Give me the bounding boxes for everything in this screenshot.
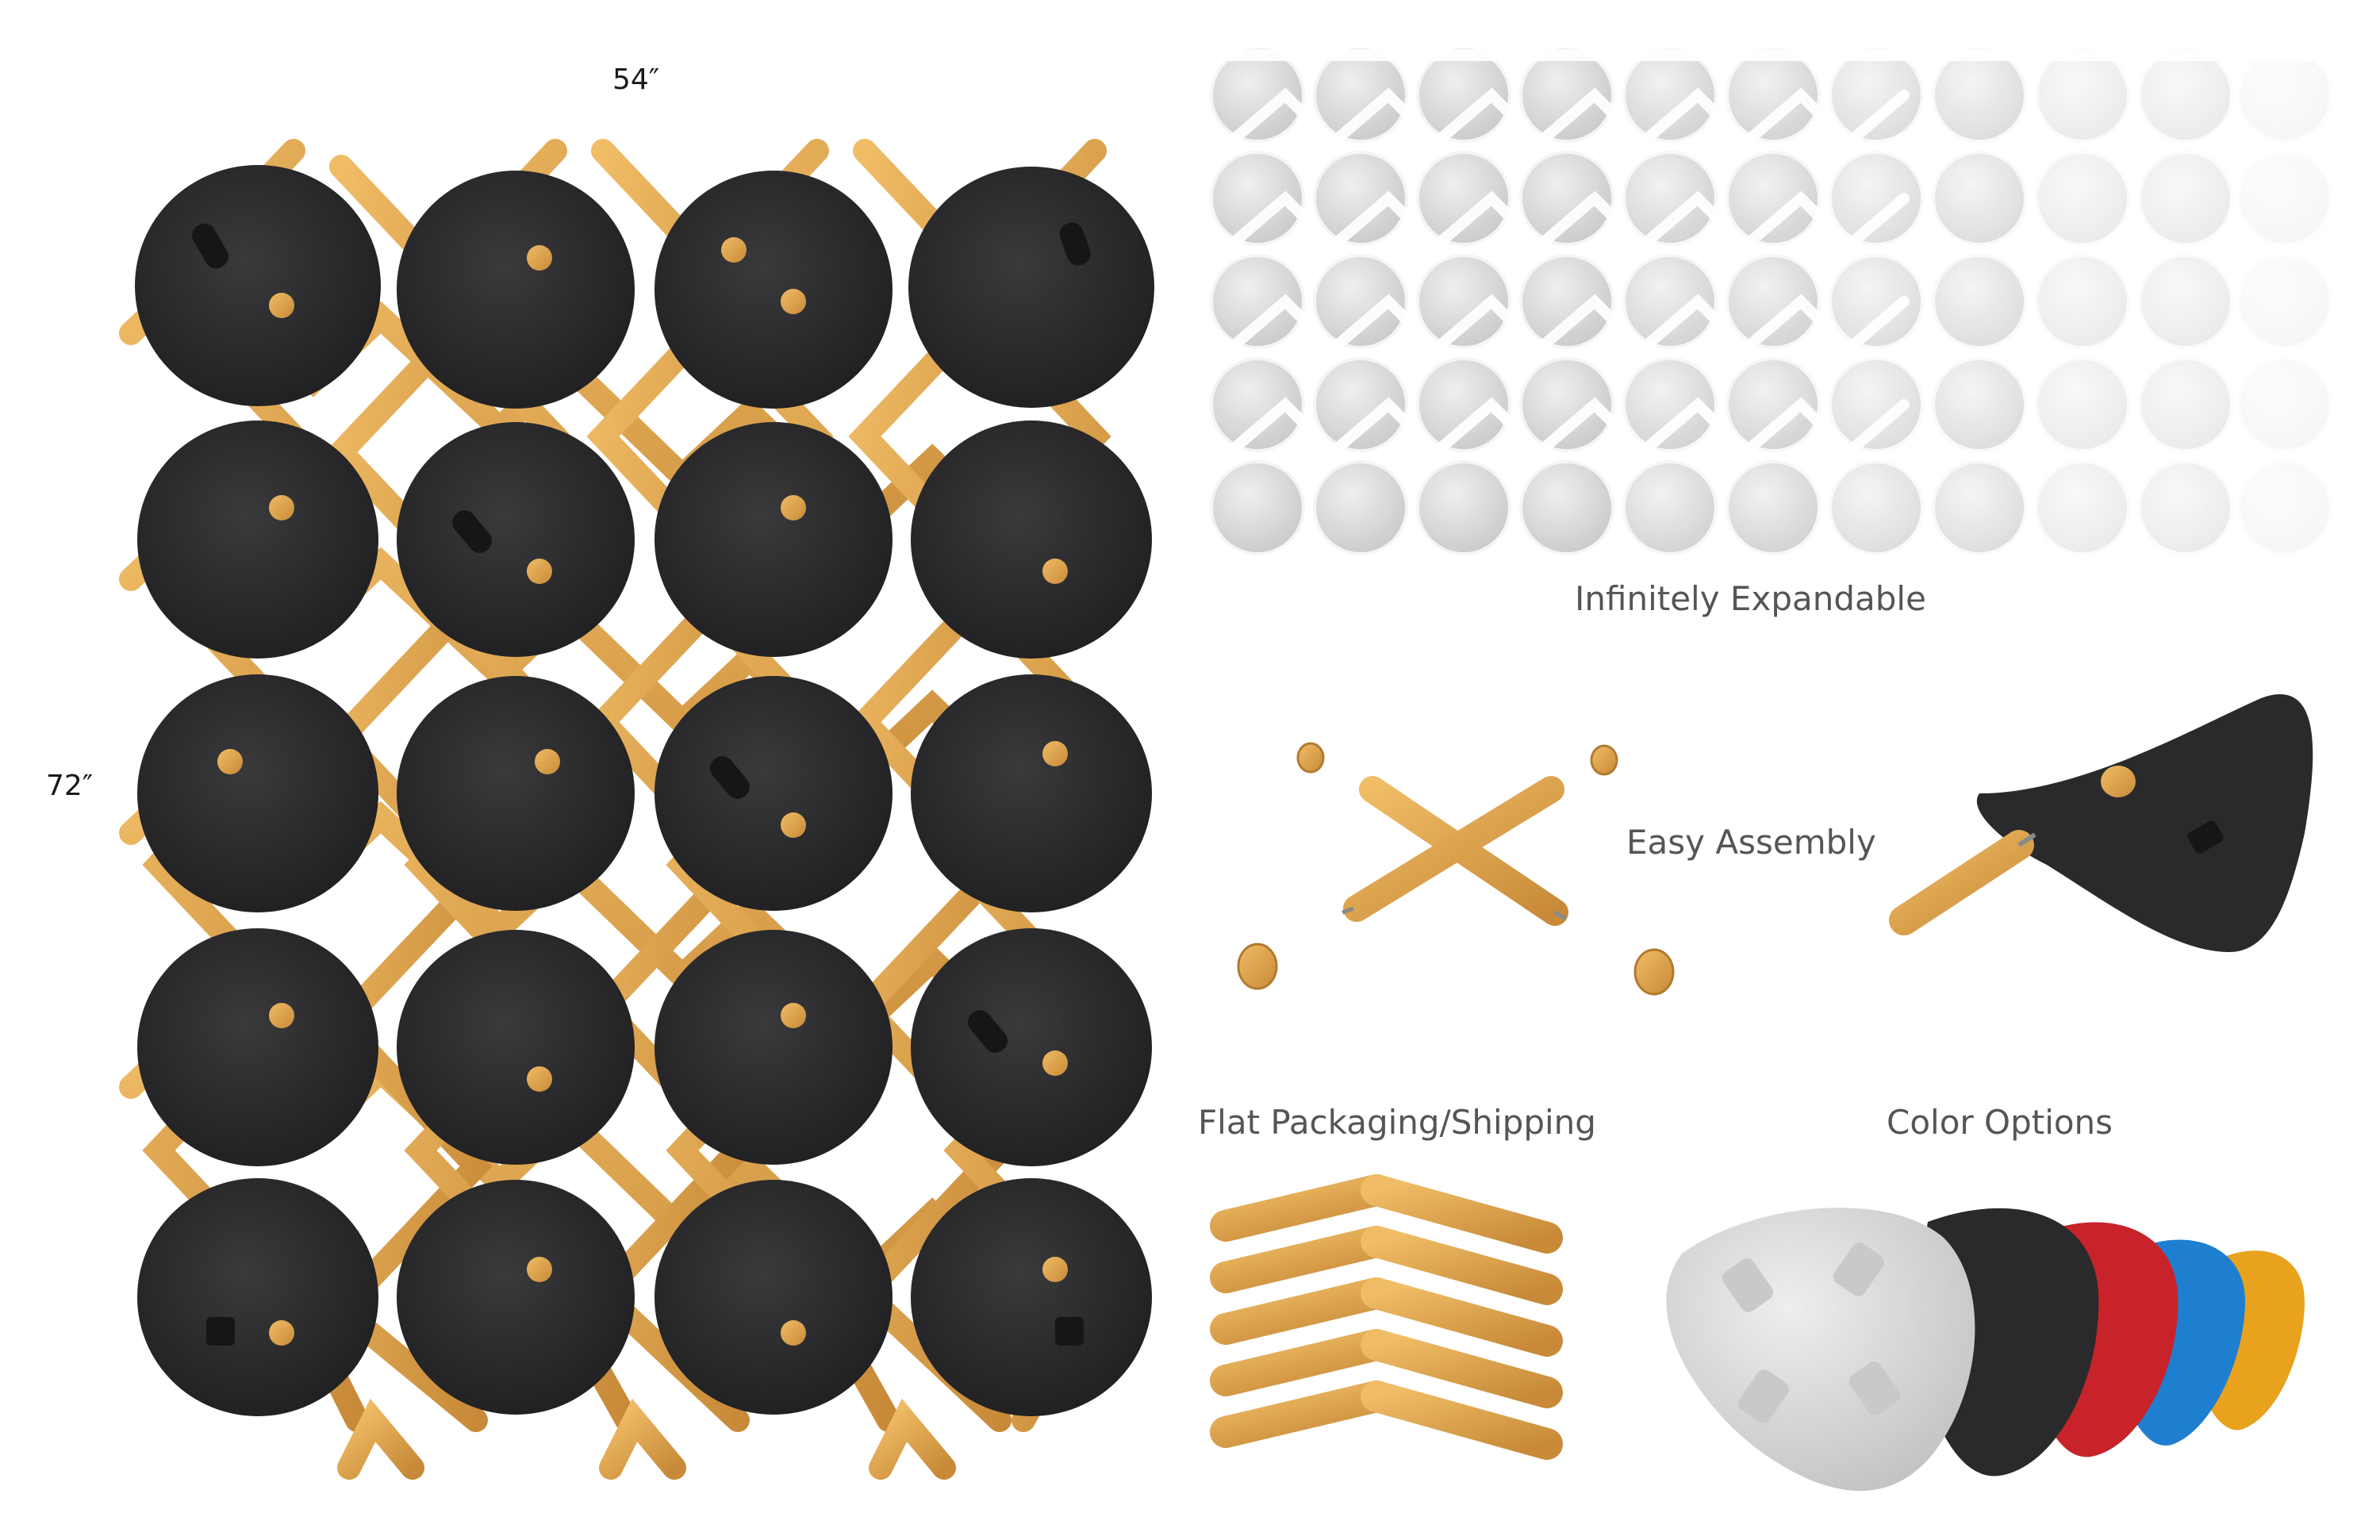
assembly-felt-detail bbox=[1889, 693, 2313, 952]
felt-swatch-gray bbox=[1666, 1208, 1975, 1492]
felt-disc-grid bbox=[135, 165, 1154, 1416]
assembly-cross-render bbox=[1237, 742, 1675, 996]
wood-connectors bbox=[217, 237, 1068, 1346]
caption-flat-packaging: Flat Packaging/Shipping bbox=[1198, 1103, 1596, 1142]
flat-packaging-render bbox=[1210, 1174, 1563, 1460]
caption-color-options: Color Options bbox=[1887, 1103, 2113, 1142]
height-dimension: 72″ bbox=[46, 770, 94, 802]
felt-stubs bbox=[192, 222, 1091, 1346]
caption-easy-assembly: Easy Assembly bbox=[1626, 823, 1876, 862]
width-dimension: 54″ bbox=[612, 63, 660, 96]
caption-infinitely-expandable: Infinitely Expandable bbox=[1575, 579, 1926, 618]
expandable-grid-render bbox=[1210, 48, 2346, 585]
color-options-render bbox=[1666, 1208, 2305, 1492]
